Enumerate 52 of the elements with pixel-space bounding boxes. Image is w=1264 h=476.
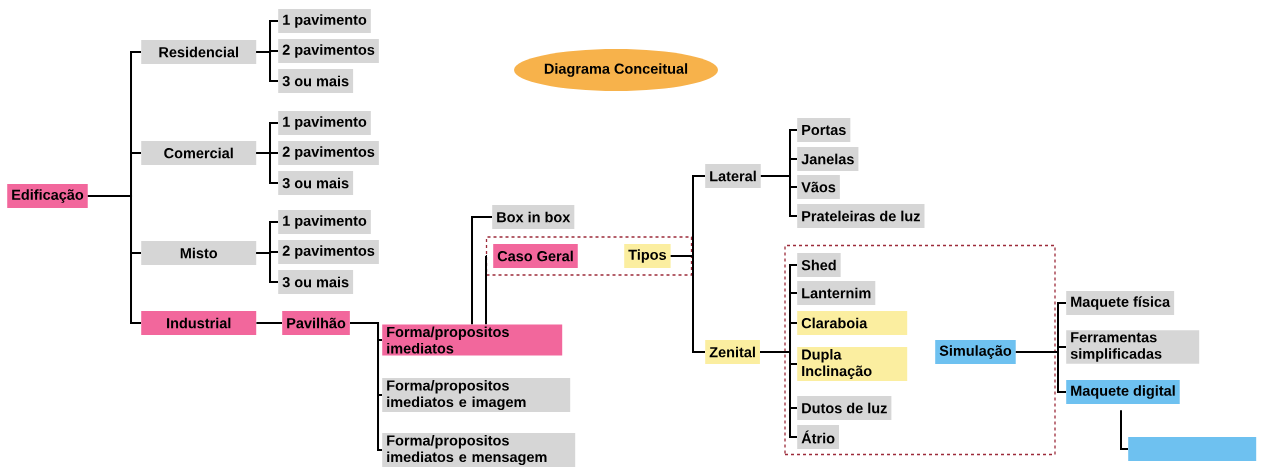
connector-line	[484, 255, 487, 326]
item-box: Janelas	[797, 147, 859, 171]
connector-line	[255, 322, 283, 324]
dashed-group-box	[784, 244, 1056, 456]
connector-line	[255, 252, 279, 283]
connector-line	[255, 152, 279, 184]
item-box: 1 pavimento	[278, 210, 371, 234]
simulation-box: Maquete digital	[1066, 380, 1180, 404]
item-box: Ferramentas simplificadas	[1066, 330, 1200, 364]
dashed-group-box	[485, 236, 693, 276]
item-box: Forma/propositos imediatos e imagem	[382, 377, 571, 413]
item-box: 2 pavimentos	[278, 141, 379, 165]
item-box: Lateral	[705, 164, 761, 188]
connector-line	[86, 195, 142, 324]
type-box: Tipos	[624, 244, 671, 268]
item-box: 1 pavimento	[278, 111, 371, 135]
item-box: Misto	[141, 241, 257, 265]
item-box: Portas	[797, 118, 851, 142]
item-box: Lanternim	[797, 281, 876, 305]
empty-box	[1128, 437, 1257, 461]
item-box: Forma/propositos imediatos e mensagem	[382, 432, 576, 468]
category-box: Industrial	[141, 311, 257, 335]
item-box: Dutos de luz	[797, 396, 892, 420]
simulation-box: Simulação	[935, 340, 1016, 364]
type-box: Dupla Inclinação	[797, 347, 908, 381]
category-box: Pavilhão	[282, 311, 350, 335]
connector-line	[1014, 351, 1067, 393]
item-box: 2 pavimentos	[278, 39, 379, 63]
connector-line	[759, 351, 798, 438]
connector-line	[349, 322, 383, 451]
category-box: Forma/propositos imediatos	[382, 324, 563, 356]
connector-line	[759, 175, 798, 217]
item-box: 1 pavimento	[278, 9, 371, 33]
type-box: Zenital	[705, 340, 760, 364]
item-box: Prateleiras de luz	[797, 204, 925, 228]
item-box: 3 ou mais	[278, 270, 354, 294]
item-box: Box in box	[492, 205, 575, 229]
item-box: Comercial	[141, 141, 257, 165]
item-box: 2 pavimentos	[278, 240, 379, 264]
item-box: Vãos	[797, 175, 840, 199]
item-box: Maquete física	[1066, 291, 1175, 315]
item-box: Residencial	[141, 40, 257, 64]
connector-line	[471, 216, 493, 326]
item-box: Átrio	[797, 425, 840, 449]
item-box: 3 ou mais	[278, 69, 354, 93]
connector-line	[255, 51, 279, 82]
type-box: Claraboia	[797, 311, 908, 335]
item-box: 3 ou mais	[278, 171, 354, 195]
category-box: Edificação	[7, 184, 88, 208]
item-box: Shed	[797, 253, 841, 277]
category-box: Caso Geral	[493, 244, 578, 268]
connector-line	[669, 255, 706, 353]
